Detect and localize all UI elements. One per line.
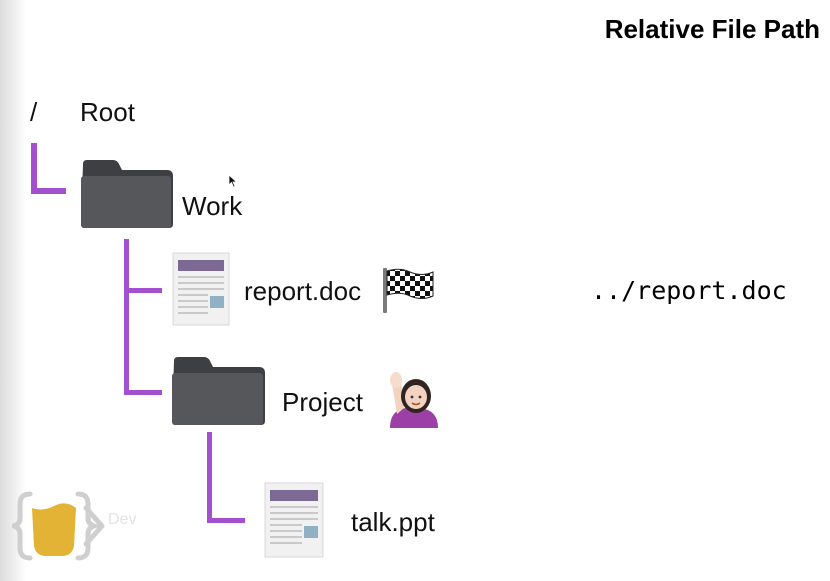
connector-work-vertical [124, 239, 129, 395]
relative-path-text: ../report.doc [591, 276, 787, 305]
mouse-cursor-icon [228, 174, 238, 188]
connector-work-report [124, 288, 162, 293]
root-slash: / [30, 97, 38, 127]
raised-hand-person-icon [390, 372, 438, 428]
report-label: report.doc [244, 276, 362, 306]
logo-text: Dev [108, 511, 137, 528]
project-folder-icon [172, 357, 265, 425]
slide-title: Relative File Path [604, 14, 820, 44]
connector-project-vertical [207, 432, 212, 523]
checkered-flag-icon [383, 268, 434, 313]
talk-label: talk.ppt [351, 507, 435, 537]
connector-root-horizontal [31, 188, 66, 194]
connector-project-talk [207, 518, 245, 523]
connector-root-vertical [31, 143, 37, 194]
report-document-icon [172, 252, 230, 326]
connector-work-project [124, 390, 162, 395]
logo-icon [12, 491, 105, 561]
root-label: Root [80, 97, 135, 127]
talk-document-icon [264, 482, 324, 558]
work-folder-icon [81, 160, 173, 228]
left-edge-shadow [0, 0, 26, 581]
work-label: Work [182, 191, 243, 221]
project-label: Project [282, 387, 363, 417]
